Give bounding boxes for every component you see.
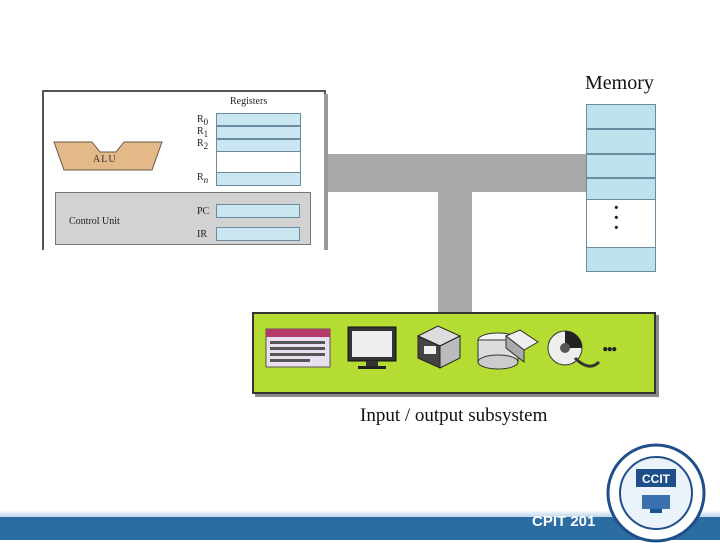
ir-label: IR xyxy=(197,229,207,240)
disk-drive-icon xyxy=(476,328,540,372)
alu-label: ALU xyxy=(93,154,117,165)
io-subsystem-label: Input / output subsystem xyxy=(360,405,547,427)
ir-register xyxy=(216,227,300,241)
memory-cell xyxy=(586,154,656,178)
control-unit-label: Control Unit xyxy=(69,216,120,227)
register-r1 xyxy=(216,126,301,139)
io-bus-branch xyxy=(438,192,472,312)
register-r2-label: R2 xyxy=(197,138,208,151)
system-bus xyxy=(328,154,586,192)
memory-gap xyxy=(586,200,656,247)
svg-text:CCIT: CCIT xyxy=(642,472,671,486)
register-r0 xyxy=(216,113,301,126)
monitor-icon xyxy=(346,325,398,371)
university-seal-icon: CCIT xyxy=(606,443,706,543)
memory-label: Memory xyxy=(585,72,654,95)
memory-cell xyxy=(586,129,656,154)
optical-disc-icon xyxy=(545,328,601,374)
register-rn-label: Rn xyxy=(197,172,208,185)
pc-register xyxy=(216,204,300,218)
keyboard-icon xyxy=(265,328,331,368)
memory-ellipsis: ··· xyxy=(613,203,620,233)
pc-label: PC xyxy=(197,206,209,217)
register-rn xyxy=(216,172,301,186)
register-gap xyxy=(216,152,301,172)
memory-cell xyxy=(586,247,656,272)
more-devices-ellipsis: ... xyxy=(602,328,616,358)
register-r2 xyxy=(216,139,301,152)
memory-cell xyxy=(586,104,656,129)
printer-icon xyxy=(412,322,464,374)
course-code: CPIT 201 xyxy=(532,513,595,530)
registers-label: Registers xyxy=(230,96,267,107)
memory-cell xyxy=(586,178,656,200)
